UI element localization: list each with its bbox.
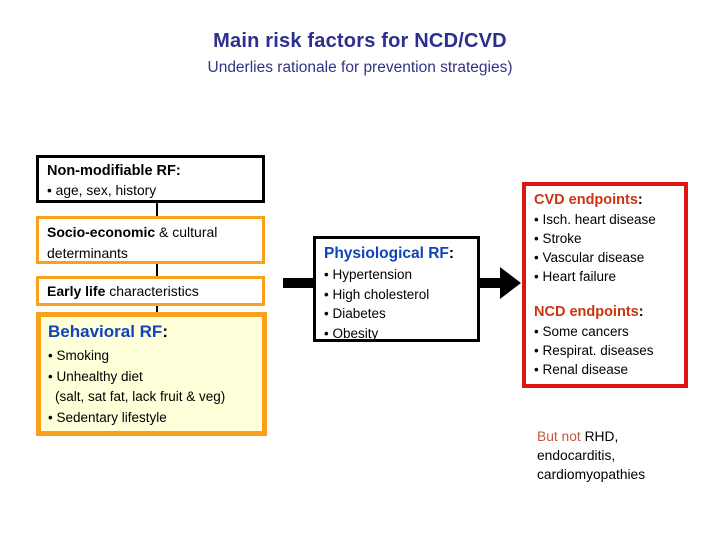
behavioral-bullet-subnote: (salt, sat fat, lack fruit & veg) [55, 389, 226, 404]
ncd-endpoints-heading: NCD endpoints: [534, 304, 644, 320]
box-nonmodifiable-rf: Non-modifiable RF: • age, sex, history [36, 155, 265, 203]
behavioral-heading: Behavioral RF: [48, 322, 168, 341]
cvd-endpoint-bullet: • Heart failure [534, 269, 617, 284]
cvd-endpoint-bullet: • Vascular disease [534, 250, 645, 265]
page-title: Main risk factors for NCD/CVD [213, 30, 507, 52]
ncd-endpoint-bullet: • Respirat. diseases [534, 343, 654, 358]
physiological-heading: Physiological RF: [324, 245, 455, 262]
cvd-endpoint-bullet: • Stroke [534, 231, 582, 246]
socioeconomic-line2: determinants [47, 245, 128, 261]
ncd-endpoint-bullet: • Some cancers [534, 324, 629, 339]
physiological-bullet: • Diabetes [324, 306, 386, 321]
footnote: But not RHD, endocarditis, cardiomyopath… [537, 427, 702, 484]
arrow-left-to-physio [283, 278, 315, 288]
connector-socio-early [156, 262, 158, 277]
connector-nonmod-socio [156, 202, 158, 217]
endpoints-spacer [534, 286, 676, 303]
behavioral-bullet: • Sedentary lifestyle [48, 409, 167, 425]
box-endpoints: CVD endpoints: • Isch. heart disease • S… [522, 182, 688, 388]
arrow-physio-to-endpoints-head [500, 267, 521, 299]
connector-early-behav [156, 304, 158, 314]
page-subtitle: Underlies rationale for prevention strat… [207, 59, 513, 76]
early-life-line: Early life characteristics [47, 283, 199, 299]
nonmodifiable-bullet: • age, sex, history [47, 183, 157, 198]
footnote-line2: endocarditis, [537, 448, 616, 463]
nonmodifiable-heading: Non-modifiable RF: [47, 163, 181, 179]
physiological-bullet: • Obesity [324, 325, 379, 341]
socioeconomic-line1: Socio-economic & cultural [47, 224, 218, 240]
box-early-life: Early life characteristics [36, 276, 265, 306]
physiological-bullet: • High cholesterol [324, 286, 430, 302]
footnote-line3: cardiomyopathies [537, 467, 646, 482]
box-behavioral-rf: Behavioral RF: • Smoking • Unhealthy die… [36, 312, 267, 436]
cvd-endpoints-heading: CVD endpoints: [534, 192, 643, 208]
behavioral-bullet: • Smoking [48, 348, 110, 363]
box-socioeconomic: Socio-economic & cultural determinants [36, 216, 265, 264]
box-physiological-rf: Physiological RF: • Hypertension • High … [313, 236, 480, 342]
arrow-physio-to-endpoints-shaft [478, 278, 502, 288]
footnote-line1: But not RHD, [537, 429, 619, 444]
physiological-bullet: • Hypertension [324, 267, 413, 282]
cvd-endpoint-bullet: • Isch. heart disease [534, 212, 656, 227]
ncd-endpoint-bullet: • Renal disease [534, 362, 629, 377]
behavioral-bullet: • Unhealthy diet [48, 368, 143, 384]
